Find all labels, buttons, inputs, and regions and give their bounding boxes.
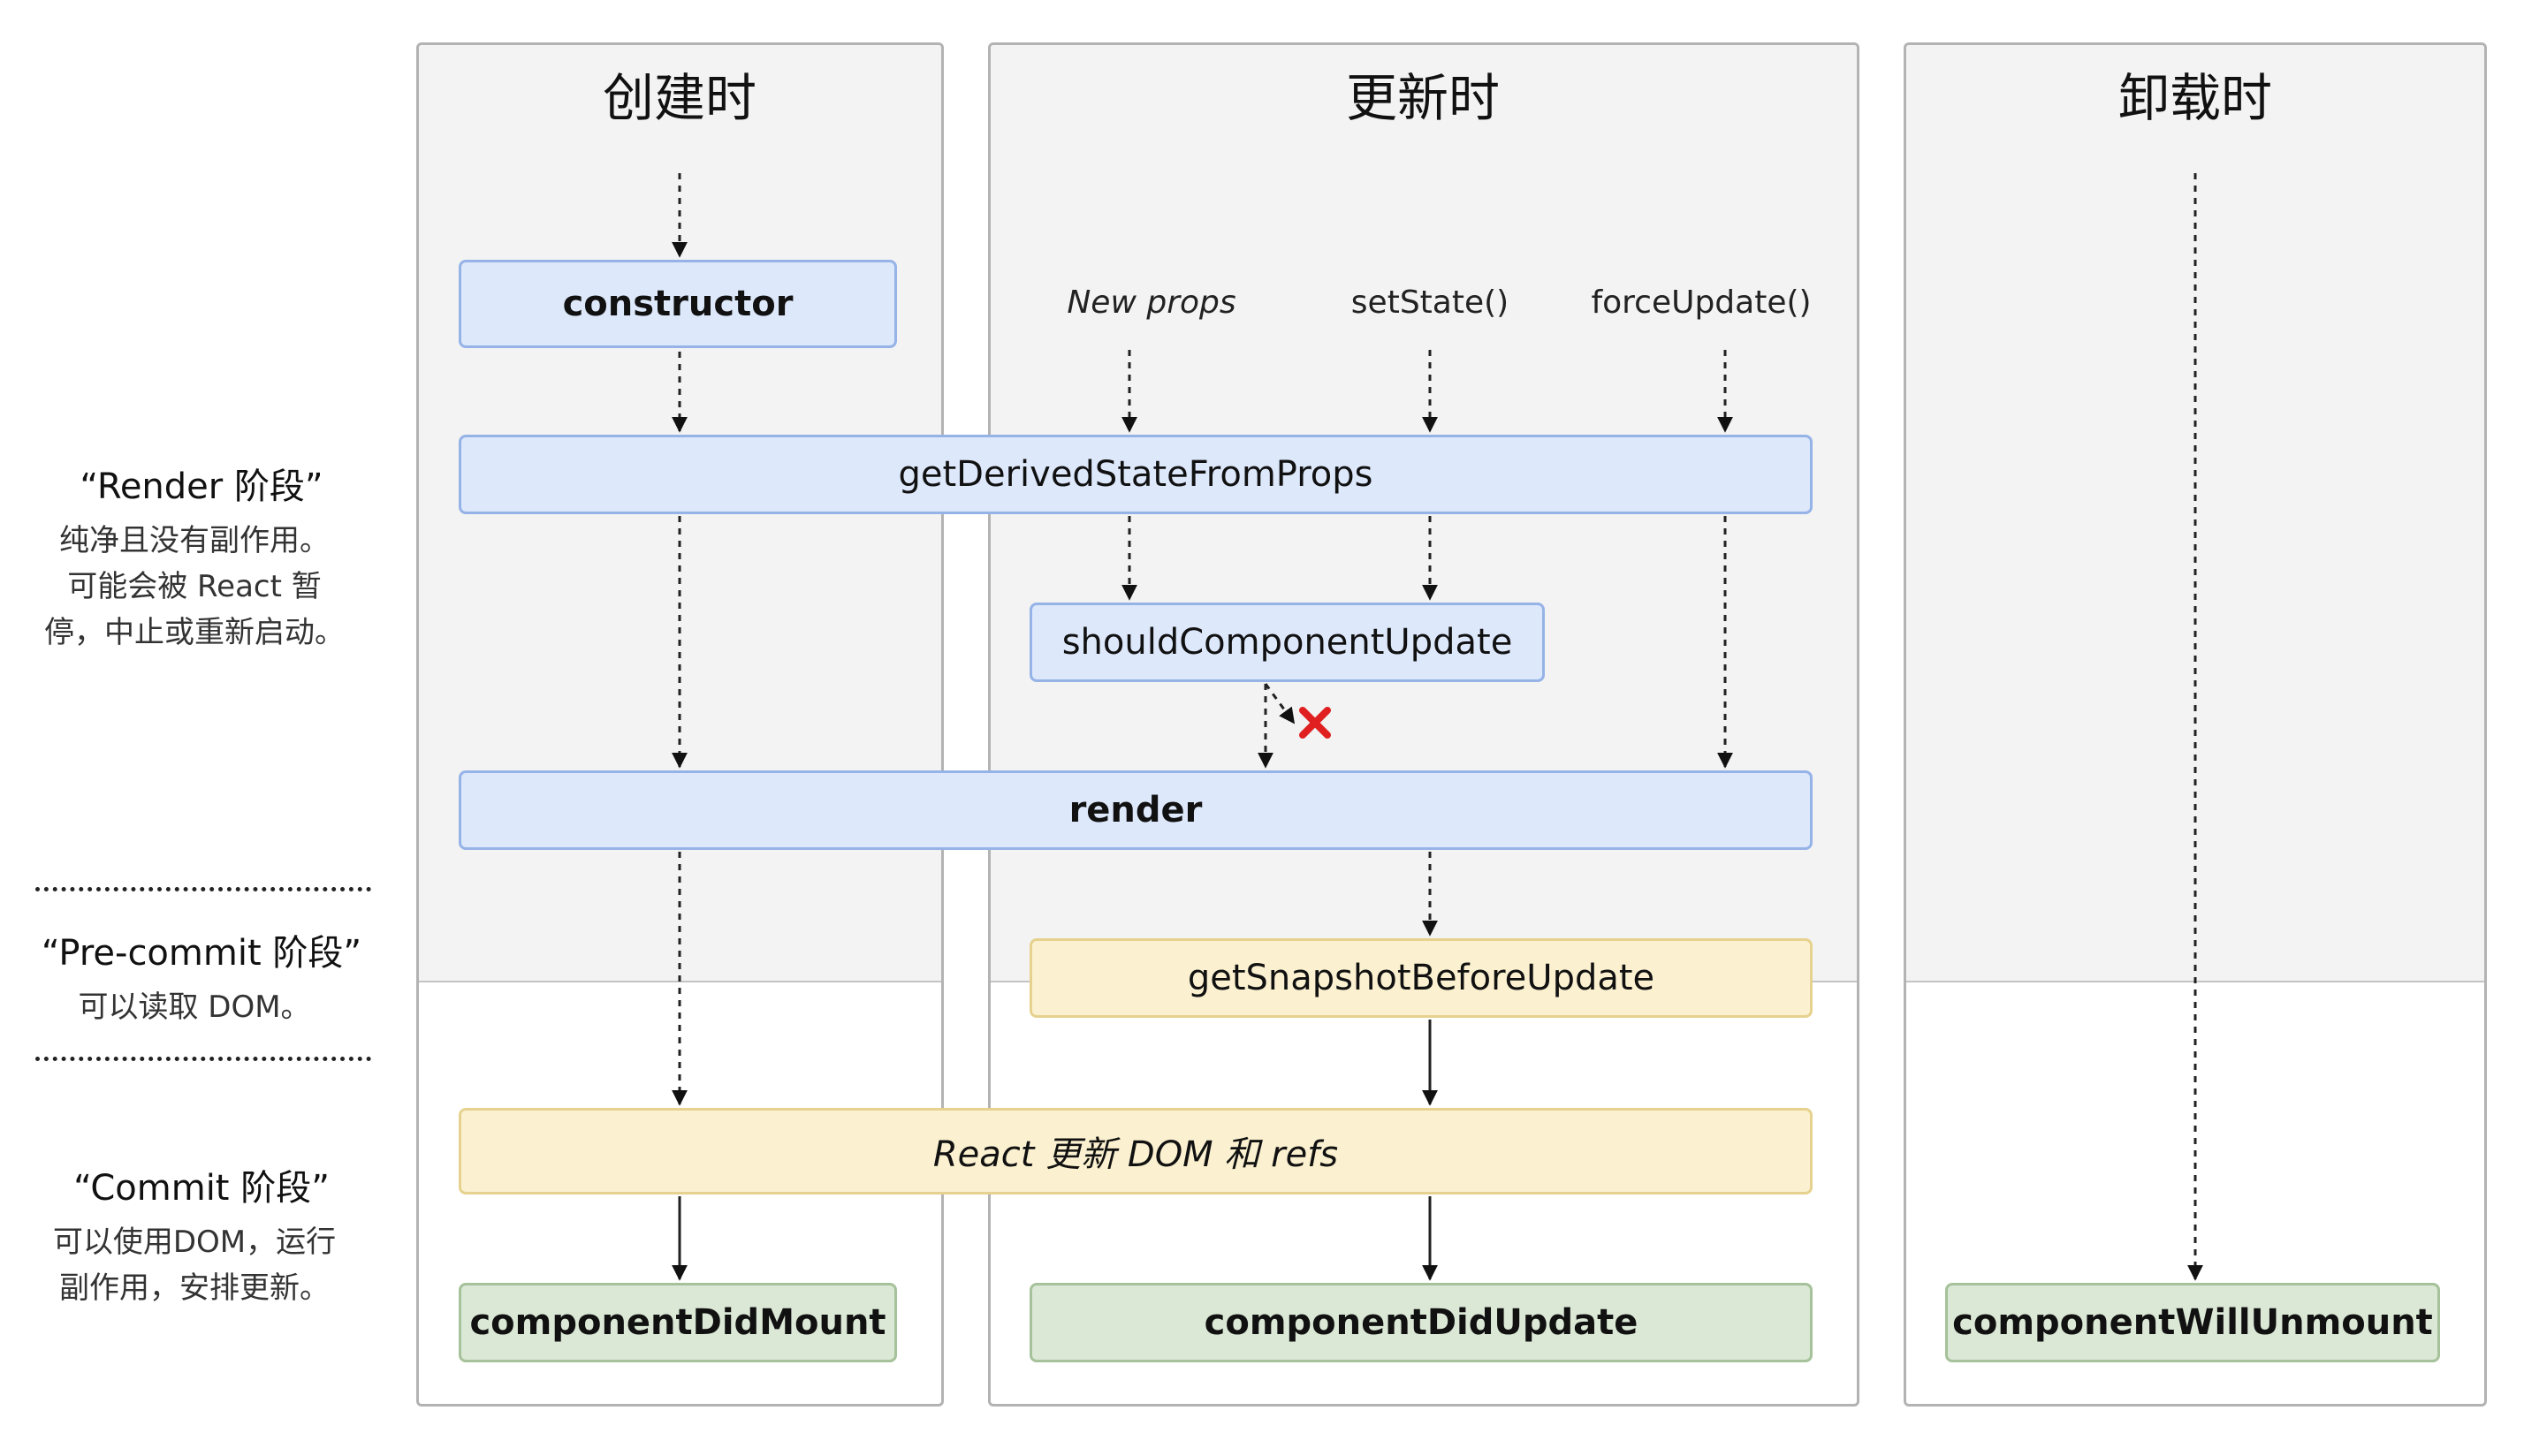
component-will-unmount-box: componentWillUnmount (1945, 1283, 2440, 1362)
constructor-box: constructor (459, 260, 897, 348)
trigger-new-props: New props (1067, 284, 1236, 321)
trigger-set-state: setState() (1350, 284, 1509, 321)
phase-title-precommit: “Pre-commit 阶段” (41, 933, 362, 974)
should-component-update-box: shouldComponentUpdate (1030, 603, 1545, 682)
react-updates-dom-box: React 更新 DOM 和 refs (459, 1108, 1813, 1194)
column-title-mount: 创建时 (602, 68, 757, 128)
phase-title-commit: “Commit 阶段” (73, 1168, 330, 1209)
component-did-update-box: componentDidUpdate (1030, 1283, 1813, 1362)
phase-title-render: “Render 阶段” (80, 466, 323, 507)
get-snapshot-before-update-box: getSnapshotBeforeUpdate (1030, 938, 1813, 1018)
component-did-mount-box: componentDidMount (459, 1283, 897, 1362)
phase-desc-precommit: 可以读取 DOM。 (78, 990, 311, 1025)
phase-desc-commit: 可以使用DOM，运行 副作用，安排更新。 (52, 1225, 337, 1306)
render-box: render (459, 770, 1813, 850)
phase-desc-render: 纯净且没有副作用。 可能会被 React 暂 停，中止或重新启动。 (44, 523, 345, 650)
get-derived-state-from-props-box: getDerivedStateFromProps (459, 435, 1813, 514)
arrow-scu-cancel (1264, 683, 1296, 724)
phase-separator (35, 1057, 371, 1061)
column-title-unmount: 卸载时 (2117, 68, 2273, 128)
cancel-x-icon (1299, 707, 1331, 739)
phase-separator (35, 887, 371, 891)
column-title-update: 更新时 (1345, 68, 1501, 128)
trigger-force-update: forceUpdate() (1591, 284, 1812, 321)
